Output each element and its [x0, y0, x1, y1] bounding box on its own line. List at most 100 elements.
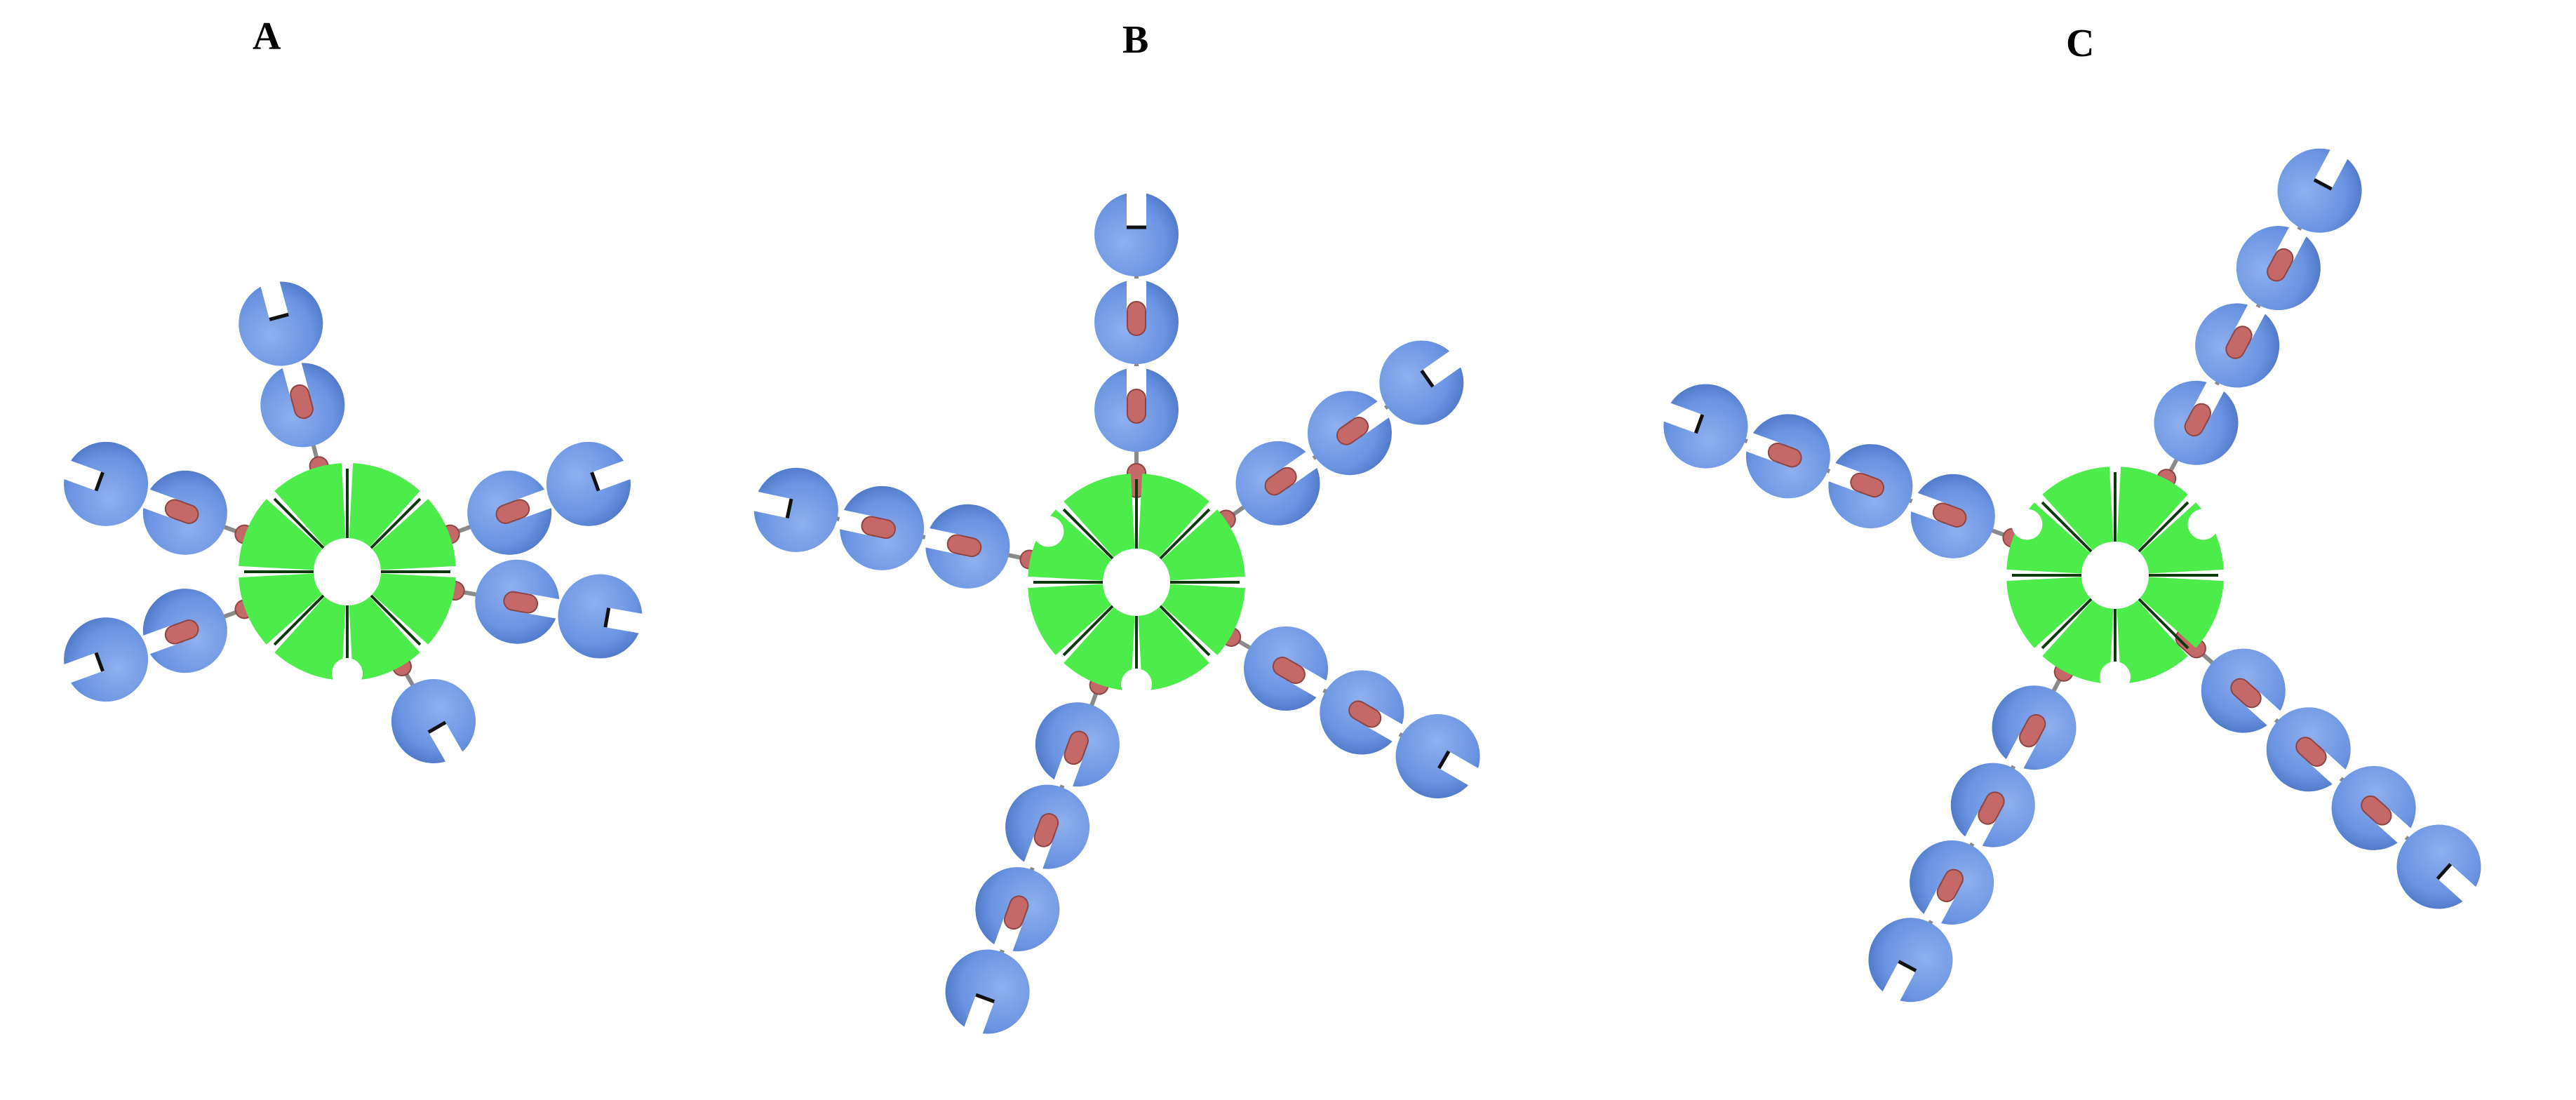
bead: [945, 949, 1030, 1036]
bead: [1379, 340, 1464, 425]
bead-notch: [1881, 960, 1917, 1003]
bead-linker: [1064, 730, 1089, 765]
bead-notch-edge: [427, 720, 447, 734]
hub-core: [239, 463, 456, 689]
hub-groove: [1033, 516, 1064, 547]
bead-linker: [290, 384, 314, 420]
bead-notch-edge: [590, 471, 601, 492]
hub-segment: [2006, 577, 2091, 648]
hub-segment: [1161, 584, 1245, 655]
bead: [62, 441, 149, 526]
hub-segment: [2042, 467, 2114, 551]
arms: [62, 279, 645, 764]
bead-notch-edge: [1693, 414, 1705, 434]
hub-segment: [1028, 584, 1112, 655]
hub-segment: [2042, 600, 2114, 684]
bead: [1868, 918, 1953, 1003]
bead-linker: [2267, 248, 2294, 282]
arm: [1208, 619, 1481, 798]
hub-divider: [2041, 598, 2093, 650]
bead-notch-edge: [1420, 369, 1435, 388]
hub-groove: [1121, 669, 1152, 699]
bead-linker: [2184, 403, 2212, 437]
bead-linker: [1127, 301, 1146, 336]
hub-groove: [332, 658, 363, 689]
hub-segment: [349, 596, 420, 680]
arm: [425, 441, 633, 555]
hub-divider: [273, 497, 325, 549]
bead-linker: [1932, 502, 1967, 528]
panel-a: A: [62, 15, 645, 764]
hub-segment: [1064, 474, 1135, 558]
bead-linker: [2230, 678, 2262, 709]
hub-segment: [1161, 509, 1245, 581]
bead-linker: [1936, 868, 1964, 903]
hub-divider: [2041, 501, 2093, 553]
bead-linker: [503, 591, 539, 614]
bead: [391, 679, 476, 764]
bead-notch: [1661, 402, 1704, 434]
hub-divider: [1062, 605, 1114, 657]
hub-segment: [274, 596, 346, 680]
hub-center-hole: [1106, 551, 1167, 613]
hub-core: [1028, 474, 1245, 699]
hub-center-hole: [2084, 544, 2146, 606]
bead-notch: [1437, 750, 1481, 787]
bead-notch: [2313, 147, 2349, 191]
bead: [1395, 714, 1481, 798]
bead-notch-edge: [1437, 750, 1451, 770]
arm: [2175, 628, 2481, 909]
arm: [2149, 147, 2362, 502]
bead: [558, 574, 645, 659]
bead-linker: [164, 499, 199, 524]
arm: [1661, 384, 2037, 558]
hub-divider: [1159, 605, 1211, 657]
bead-linker: [1336, 417, 1369, 445]
panel-b: B: [751, 18, 1481, 1036]
hub-center-hole: [316, 541, 378, 603]
bead-notch: [62, 652, 105, 684]
bead: [2396, 824, 2481, 909]
hub-divider: [273, 594, 325, 646]
bead-linker: [2225, 326, 2253, 359]
bead: [1661, 384, 1748, 469]
bead-notch: [603, 608, 645, 634]
arm: [429, 559, 645, 659]
panel-c: C: [1661, 22, 2481, 1003]
hub-segment: [1138, 474, 1209, 558]
panels: A B C: [62, 15, 2481, 1036]
bead: [2277, 147, 2362, 233]
bead-notch-edge: [94, 652, 105, 672]
bead-linker: [946, 534, 982, 558]
hub-segment: [2117, 467, 2188, 551]
hub-groove: [2100, 662, 2131, 692]
hub-divider: [2138, 501, 2189, 553]
hub-segment: [2117, 600, 2188, 684]
bead-notch-edge: [269, 312, 289, 321]
arm: [62, 589, 269, 702]
bead-linker: [1850, 472, 1885, 498]
hub-core: [2006, 467, 2224, 692]
bead-linker: [1003, 895, 1029, 930]
arm: [945, 660, 1120, 1036]
bead-notch: [751, 491, 793, 518]
hub-divider: [2138, 598, 2189, 650]
bead-linker: [861, 516, 896, 539]
bead-linker: [1767, 442, 1802, 468]
bead: [62, 617, 149, 702]
bead: [546, 441, 633, 526]
arm: [62, 441, 269, 555]
panel-label: B: [1122, 18, 1148, 62]
hub-divider: [370, 594, 422, 646]
bead-notch-edge: [603, 608, 611, 628]
bead-notch-edge: [2436, 863, 2453, 880]
hub-divider: [370, 497, 422, 549]
bead-linker: [2018, 713, 2046, 748]
bead-linker: [2295, 737, 2327, 767]
bead-notch: [1420, 349, 1463, 388]
arms: [751, 191, 1481, 1036]
arm: [751, 467, 1054, 589]
hub-segment: [2140, 577, 2224, 648]
bead-notch-edge: [1898, 960, 1917, 972]
